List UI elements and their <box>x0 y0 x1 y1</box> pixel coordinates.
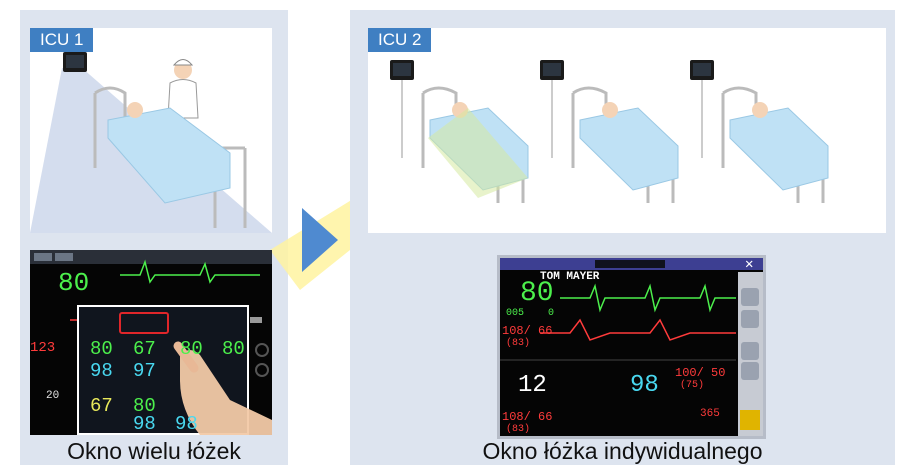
extra-value: 365 <box>700 408 720 420</box>
bed-tile-spo2[interactable]: 98 <box>175 413 198 435</box>
ibp-mean: (75) <box>680 380 705 391</box>
st-value: 0 <box>548 308 555 319</box>
spo2-value: 98 <box>630 372 659 399</box>
multi-bed-window[interactable]: 80 123 20 80 67 80 80 98 97 67 80 98 98 <box>30 250 272 435</box>
bed-tile-spo2[interactable]: 97 <box>133 360 156 382</box>
multi-bed-value: 123 <box>30 340 56 356</box>
resp-value: 12 <box>518 372 547 399</box>
icu2-caption: Okno łóżka indywidualnego <box>482 438 763 464</box>
ibp-value: 100/ 50 <box>675 366 726 380</box>
icu2-room-illustration <box>368 28 886 233</box>
nibp-mean: (83) <box>506 338 531 349</box>
bed-tile-hr[interactable]: 67 <box>133 338 156 360</box>
single-bed-window[interactable]: ✕ TOM MAYER 80 005 0 108/ 66 (83) 12 98 … <box>497 255 766 439</box>
patient-name: TOM MAYER <box>540 271 600 283</box>
multi-bed-big-hr: 80 <box>58 268 90 298</box>
icu1-room-illustration <box>30 28 272 233</box>
bed-tile-spo2[interactable]: 98 <box>90 360 113 382</box>
icu2-tag: ICU 2 <box>368 28 432 52</box>
pvc-value: 005 <box>506 308 525 319</box>
icu1-tag: ICU 1 <box>30 28 94 52</box>
icu1-caption: Okno wielu łóżek <box>67 438 241 464</box>
multi-bed-value: 20 <box>46 390 60 402</box>
bed-tile-hr[interactable]: 80 <box>90 338 113 360</box>
nibp2-value: 108/ 66 <box>502 410 553 424</box>
bed-tile-hr[interactable]: 80 <box>180 338 203 360</box>
close-icon[interactable]: ✕ <box>745 257 754 273</box>
hr-value: 80 <box>520 278 554 309</box>
bed-tile-hr[interactable]: 67 <box>90 395 113 417</box>
bed-tile-hr[interactable]: 80 <box>133 395 156 417</box>
bed-tile-spo2[interactable]: 98 <box>133 413 156 435</box>
nibp-value: 108/ 66 <box>502 324 553 338</box>
bed-tile-hr[interactable]: 80 <box>222 338 245 360</box>
nibp2-mean: (83) <box>506 424 531 435</box>
